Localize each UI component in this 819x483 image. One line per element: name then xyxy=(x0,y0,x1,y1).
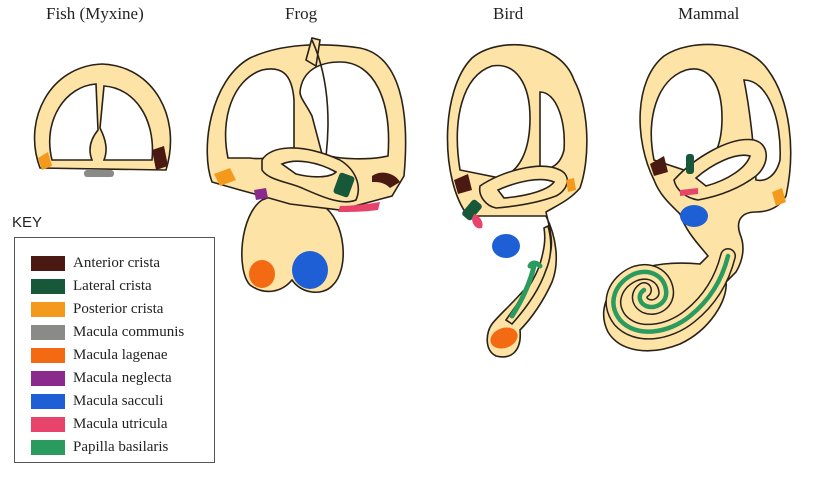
swatch-anterior-crista xyxy=(31,256,65,271)
bird-macula-utricula xyxy=(472,214,483,229)
mammal-macula-utricula xyxy=(680,188,698,196)
key-item-papilla-basilaris: Papilla basilaris xyxy=(31,436,214,459)
bird-anterior-crista xyxy=(454,174,472,194)
key-item-lateral-crista: Lateral crista xyxy=(31,275,214,298)
bird-papilla-basilaris xyxy=(509,263,537,319)
mammal-posterior-crista xyxy=(772,188,786,206)
key-legend: Anterior crista Lateral crista Posterior… xyxy=(14,237,215,463)
frog-macula-sacculi xyxy=(292,251,328,289)
bird-inner-ear xyxy=(446,43,588,358)
key-item-macula-lagenae: Macula lagenae xyxy=(31,344,214,367)
swatch-lateral-crista xyxy=(31,279,65,294)
mammal-anterior-crista xyxy=(650,156,668,176)
key-item-macula-neglecta: Macula neglecta xyxy=(31,367,214,390)
frog-macula-utricula xyxy=(338,202,380,212)
swatch-papilla-basilaris xyxy=(31,440,65,455)
mammal-lateral-crista xyxy=(686,154,694,174)
fish-posterior-crista xyxy=(38,152,52,170)
swatch-posterior-crista xyxy=(31,302,65,317)
title-fish: Fish (Myxine) xyxy=(46,4,144,23)
frog-posterior-crista xyxy=(214,168,236,186)
frog-anterior-crista xyxy=(372,172,400,188)
frog-macula-neglecta xyxy=(254,188,268,200)
bird-lateral-crista xyxy=(462,199,482,221)
key-label: Papilla basilaris xyxy=(73,439,169,455)
key-item-macula-utricula: Macula utricula xyxy=(31,413,214,436)
frog-macula-lagenae xyxy=(249,260,275,288)
swatch-macula-lagenae xyxy=(31,348,65,363)
key-label: Macula neglecta xyxy=(73,370,172,386)
bird-macula-sacculi xyxy=(492,234,520,258)
frog-lateral-crista xyxy=(333,172,355,198)
key-item-macula-sacculi: Macula sacculi xyxy=(31,390,214,413)
fish-macula-communis xyxy=(84,170,114,177)
fish-anterior-crista xyxy=(152,146,168,170)
swatch-macula-communis xyxy=(31,325,65,340)
title-frog: Frog xyxy=(285,4,318,23)
title-mammal: Mammal xyxy=(678,4,740,23)
key-label: Posterior crista xyxy=(73,301,164,317)
key-item-anterior-crista: Anterior crista xyxy=(31,252,214,275)
bird-posterior-crista xyxy=(566,178,576,192)
key-label: Anterior crista xyxy=(73,255,161,271)
key-label: Macula utricula xyxy=(73,416,168,432)
swatch-macula-utricula xyxy=(31,417,65,432)
key-label: Lateral crista xyxy=(73,278,152,294)
title-bird: Bird xyxy=(493,4,524,23)
mammal-papilla-basilaris xyxy=(611,253,731,334)
swatch-macula-neglecta xyxy=(31,371,65,386)
bird-macula-lagenae xyxy=(490,327,518,349)
fish-inner-ear xyxy=(33,63,172,177)
frog-inner-ear xyxy=(206,37,407,293)
key-item-posterior-crista: Posterior crista xyxy=(31,298,214,321)
swatch-macula-sacculi xyxy=(31,394,65,409)
mammal-macula-sacculi xyxy=(680,205,708,227)
mammal-inner-ear xyxy=(602,43,792,352)
key-label: Macula sacculi xyxy=(73,393,164,409)
key-title: KEY xyxy=(12,214,43,231)
key-label: Macula communis xyxy=(73,324,185,340)
key-label: Macula lagenae xyxy=(73,347,168,363)
key-item-macula-communis: Macula communis xyxy=(31,321,214,344)
